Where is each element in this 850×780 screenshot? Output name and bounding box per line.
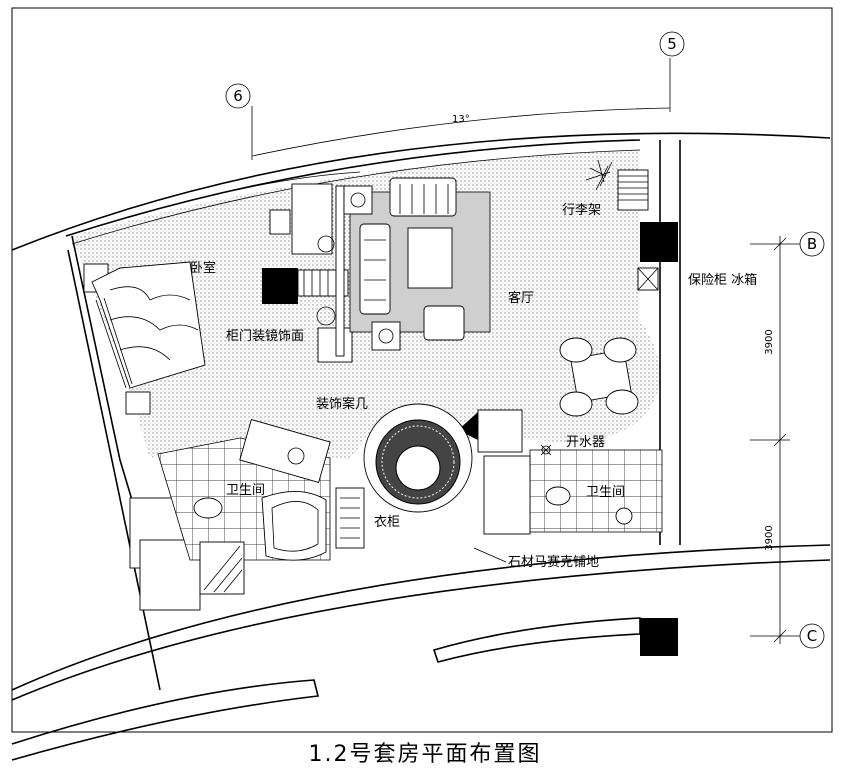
arc-dimension-text: 13° xyxy=(452,114,470,125)
label-bath-left: 卫生间 xyxy=(226,483,265,498)
bath-left xyxy=(157,418,331,595)
dim-line-vertical xyxy=(750,236,800,644)
living-furniture xyxy=(343,177,491,351)
round-core xyxy=(363,403,473,513)
axis-bubble-6 xyxy=(225,83,251,109)
label-bath-right: 卫生间 xyxy=(586,485,625,500)
outer-wall-top-line xyxy=(71,149,641,245)
label-water-heater: 开水器 xyxy=(566,435,605,450)
label-mosaic: 石材马赛克铺地 xyxy=(508,554,599,570)
arc-dimension xyxy=(251,107,671,157)
column-bottom xyxy=(640,618,678,656)
mosaic-leader xyxy=(473,547,507,563)
label-mirror-door: 柜门装镜饰面 xyxy=(226,329,304,344)
label-bedroom: 卧室 xyxy=(190,260,216,276)
column-center xyxy=(262,268,298,304)
outer-wall-bottom xyxy=(11,544,831,691)
dim-text-v2: 3900 xyxy=(764,525,775,550)
balcony-curve xyxy=(432,617,641,663)
right-outer-wall xyxy=(659,140,681,545)
plan-caption: 1.2号套房平面布置图 xyxy=(308,742,542,767)
label-closet: 衣柜 xyxy=(374,514,400,530)
outer-wall-top-inner xyxy=(65,139,641,237)
drawing-frame xyxy=(11,7,833,733)
lower-curve xyxy=(11,679,319,761)
label-luggage: 行李架 xyxy=(562,203,601,218)
axis-label-6: 6 xyxy=(233,87,243,105)
luggage-rack xyxy=(617,169,649,211)
dining-set xyxy=(559,337,639,417)
axis-label-5: 5 xyxy=(667,35,677,53)
closet xyxy=(335,487,365,549)
label-living: 客厅 xyxy=(508,290,534,306)
dim-text-v1: 3900 xyxy=(764,329,775,354)
outer-wall-bottom-inner xyxy=(11,559,831,701)
label-deco-table: 装饰案几 xyxy=(316,397,368,412)
label-safe-fridge: 保险柜 冰箱 xyxy=(688,272,757,288)
window-line xyxy=(235,171,361,191)
axis-bubble-5 xyxy=(659,31,685,57)
bath-right xyxy=(477,409,663,535)
safe-cross xyxy=(637,267,659,291)
outer-wall-top xyxy=(11,132,831,251)
column-small xyxy=(458,412,478,440)
axis-label-b: B xyxy=(807,235,817,253)
bedroom-furniture xyxy=(83,261,206,415)
column-right xyxy=(640,222,678,262)
desk-wardrobe xyxy=(269,183,353,363)
axis-label-c: C xyxy=(807,627,817,645)
plant xyxy=(585,159,613,191)
